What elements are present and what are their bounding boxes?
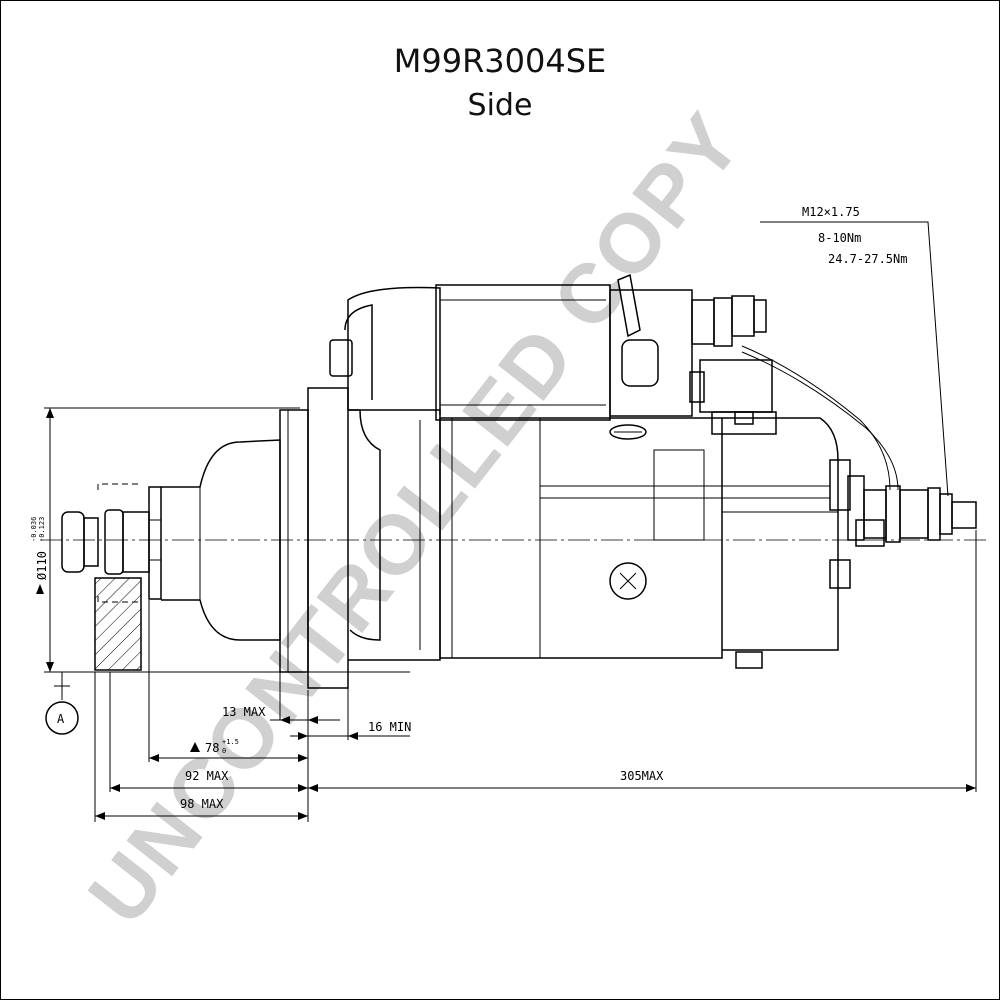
motor-frame	[439, 417, 830, 659]
dim-13-label: 13 MAX	[222, 705, 266, 719]
dim-92-max: 92 MAX	[110, 769, 308, 792]
datum-label: A	[57, 712, 65, 726]
part-number-title: M99R3004SE	[393, 42, 607, 80]
dim-13-max: 13 MAX	[222, 705, 340, 724]
commutator-end-cap	[722, 417, 851, 669]
dim-78: 78 +1.5 0	[149, 738, 308, 762]
dim-78-tol-upper: +1.5	[222, 738, 239, 746]
extension-lines	[94, 530, 977, 822]
diameter-label: Ø110	[35, 551, 49, 580]
dim-98-label: 98 MAX	[180, 797, 224, 811]
pinion-assembly	[61, 483, 162, 603]
terminal-stud	[847, 475, 977, 547]
torque-alt-label: 24.7-27.5Nm	[828, 252, 907, 266]
dim-16-label: 16 MIN	[368, 720, 411, 734]
frame-screw-icon	[609, 562, 647, 600]
solenoid	[329, 273, 899, 491]
dim-98-max: 98 MAX	[95, 797, 308, 820]
datum-a-symbol: A	[45, 672, 79, 735]
diameter-tol-lower: -0.123	[38, 517, 46, 542]
thread-label: M12×1.75	[802, 205, 860, 219]
thread-leader-line	[760, 221, 949, 497]
dim-78-tol-lower: 0	[222, 747, 226, 755]
dim-16-min: 16 MIN	[290, 720, 411, 740]
dim-305-max: 305MAX	[308, 769, 976, 792]
diameter-tol-upper: -0.036	[30, 517, 38, 542]
dim-92-label: 92 MAX	[185, 769, 229, 783]
view-subtitle: Side	[467, 88, 533, 123]
dim-78-label: 78	[205, 741, 219, 755]
dim-305-label: 305MAX	[620, 769, 664, 783]
watermark-text: UNCONTROLLED COPY	[70, 95, 760, 941]
flange-hatched-section	[94, 577, 142, 671]
diameter-dimension: Ø110 -0.036 -0.123	[30, 407, 410, 673]
torque-label: 8-10Nm	[818, 231, 861, 245]
